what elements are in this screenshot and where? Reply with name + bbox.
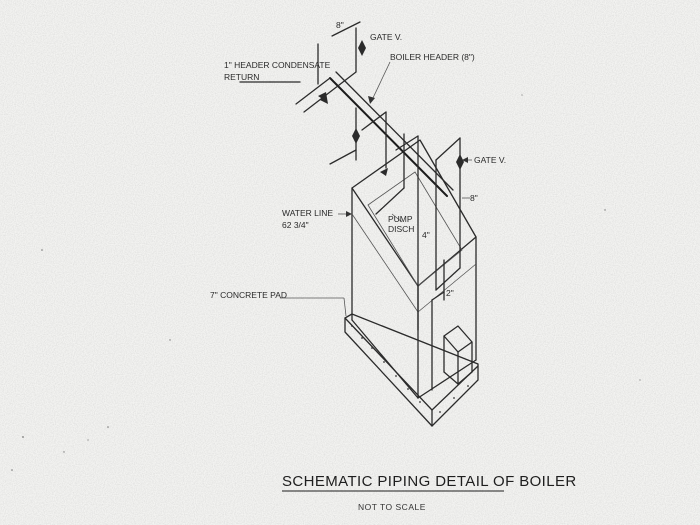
valve-icon [358,48,366,56]
condensate-return-pipe [239,21,361,113]
riser-pipes [329,107,461,391]
leader-lines [280,61,472,317]
gate-valve-label-right: GATE V. [474,155,506,165]
header-condensate-label: 1" HEADER CONDENSATE [224,60,331,70]
dim-label-top: 8" [336,20,344,30]
drawing-subtitle: NOT TO SCALE [358,502,426,512]
pipe-size-label-4: 4" [422,230,430,240]
title-block: SCHEMATIC PIPING DETAIL OF BOILER NOT TO… [282,473,577,512]
valve-icon [352,136,360,144]
boiler-body [351,139,477,399]
dim-label-right: 8" [470,193,478,203]
disch-label: DISCH [388,224,414,234]
return-label: RETURN [224,72,259,82]
scan-specks [11,94,641,471]
pipe-size-label-2: 2" [446,288,454,298]
valve-icon [456,162,464,170]
water-line-height-label: 62 3/4" [282,220,309,230]
valve-icon [352,128,360,136]
burner-box [443,325,473,385]
boiler-header-pipe [329,71,454,197]
pump-label: PUMP [388,214,413,224]
concrete-pad-label: 7" CONCRETE PAD [210,290,287,300]
water-line-label: WATER LINE [282,208,333,218]
gate-valve-label-top: GATE V. [370,32,402,42]
valve-icon [358,40,366,48]
drawing-title: SCHEMATIC PIPING DETAIL OF BOILER [282,473,577,490]
boiler-header-label: BOILER HEADER (8") [390,52,475,62]
annotation-labels: 8" GATE V. 1" HEADER CONDENSATE RETURN B… [210,20,506,300]
gate-valve-symbols [318,40,464,176]
valve-icon [380,168,388,176]
valve-icon [320,92,328,104]
